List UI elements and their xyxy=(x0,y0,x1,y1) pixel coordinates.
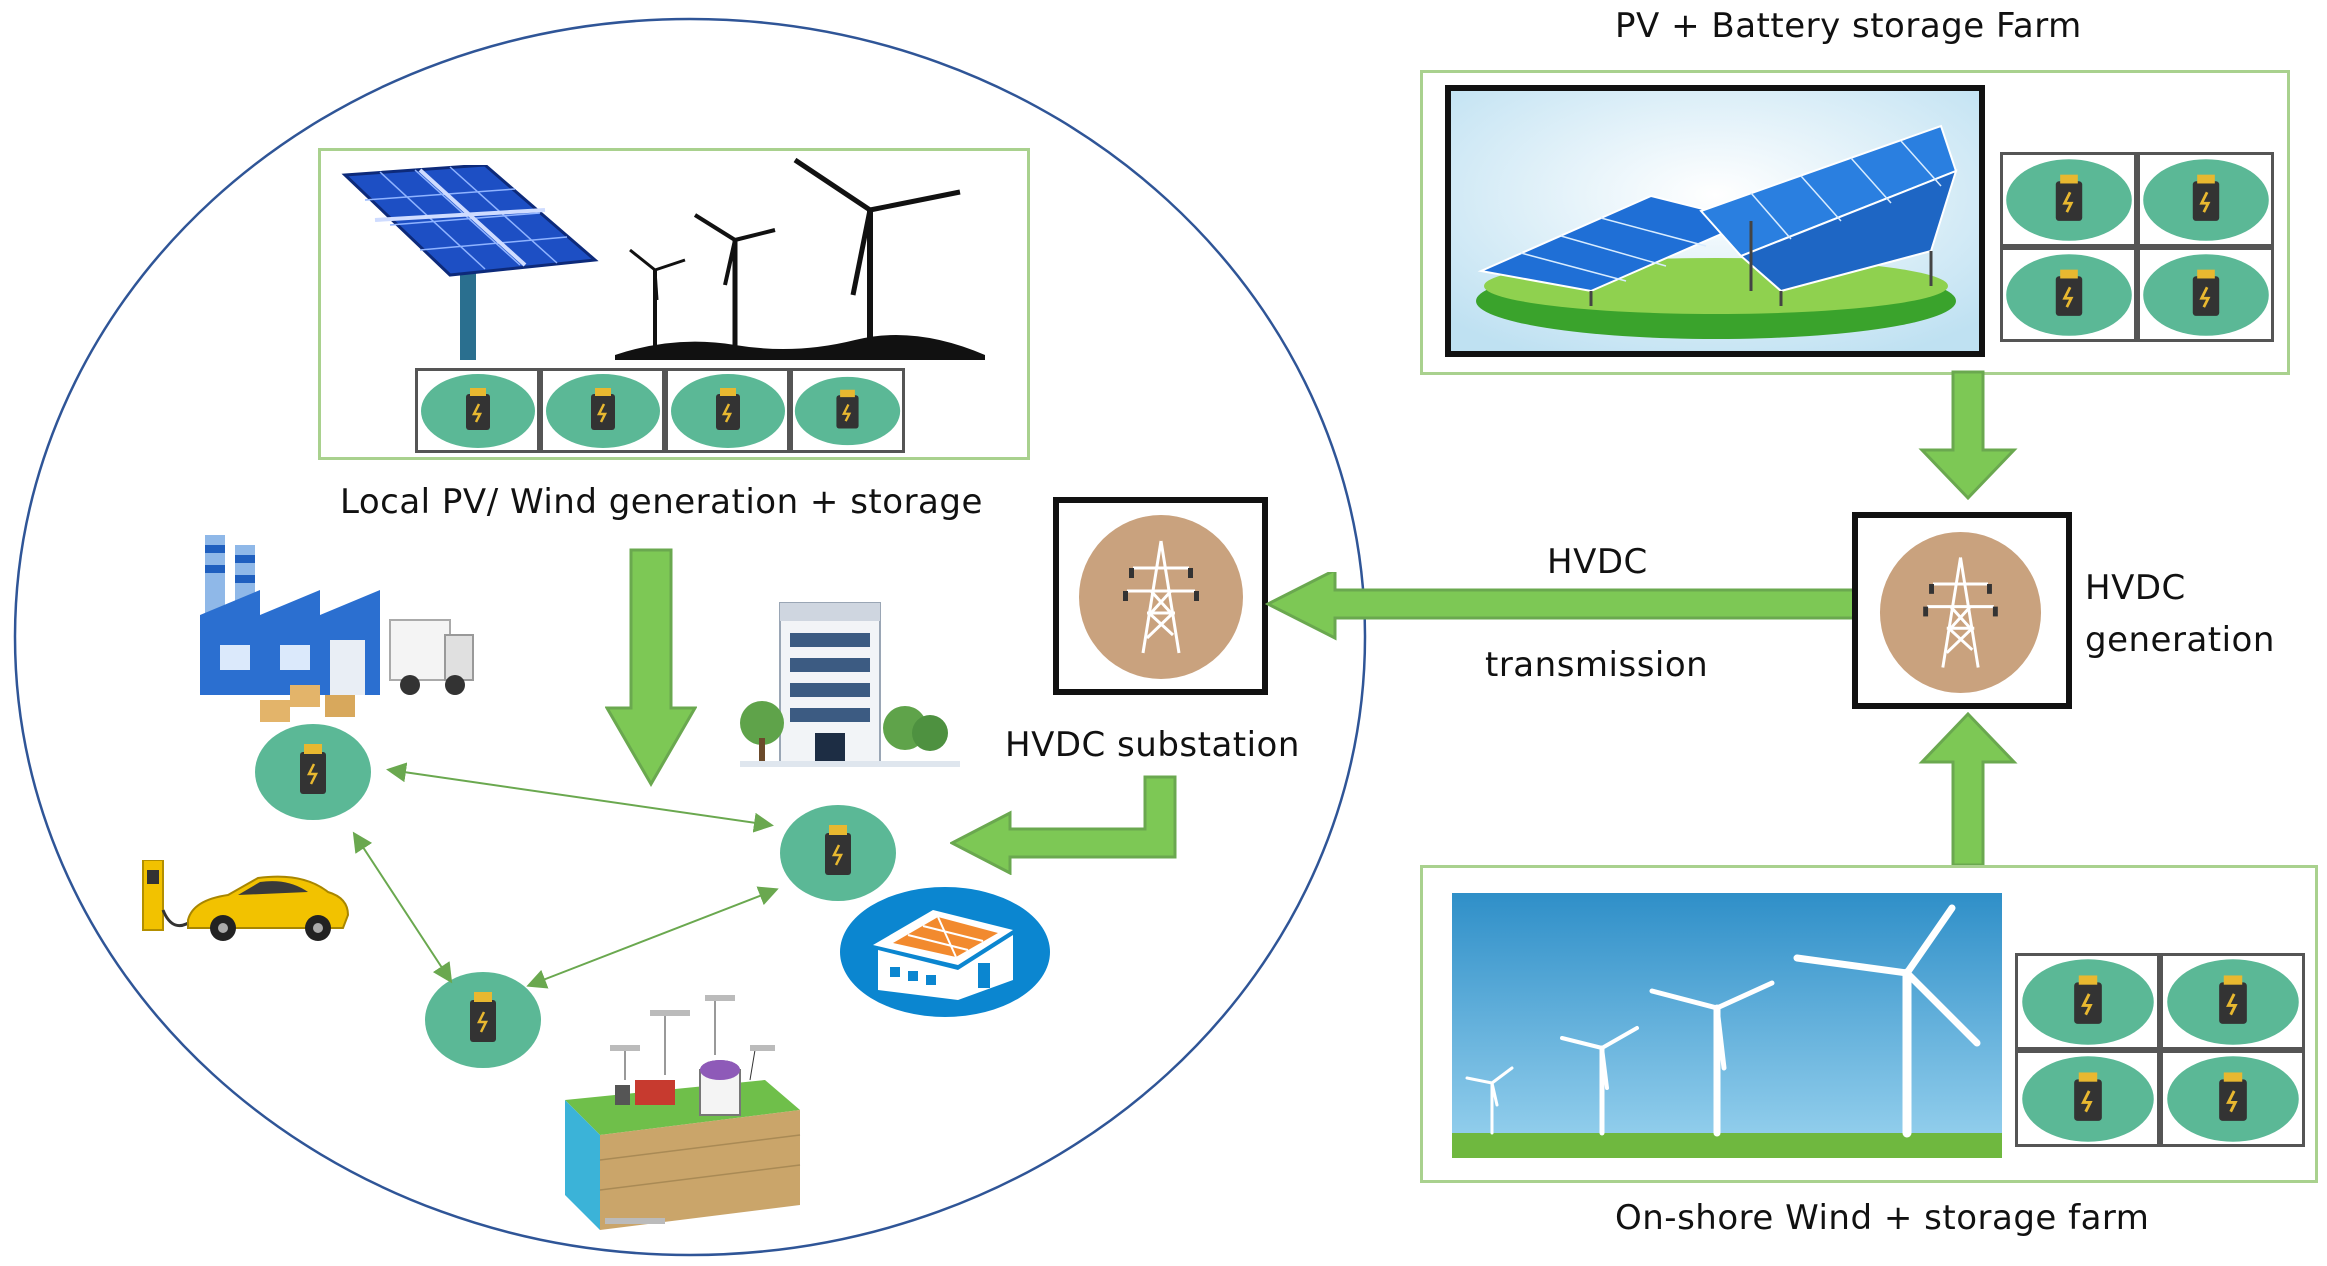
wind-turbine-icon xyxy=(1452,893,2002,1158)
local-generation-label: Local PV/ Wind generation + storage xyxy=(340,482,983,522)
electric-car-icon xyxy=(142,860,350,941)
hvdc-transmission-arrow xyxy=(1265,572,1860,641)
battery-cell xyxy=(2000,152,2137,247)
office-building-icon xyxy=(740,602,960,767)
battery-cell xyxy=(2137,152,2274,247)
battery-icon xyxy=(545,373,660,448)
pv-farm-image xyxy=(1445,85,1985,357)
battery-cell xyxy=(665,368,790,453)
battery-icon xyxy=(794,376,901,445)
hvdc-substation-box xyxy=(1053,497,1268,695)
community-battery-node xyxy=(423,970,543,1070)
battery-icon xyxy=(2021,958,2154,1045)
hvdc-link-label-1: HVDC xyxy=(1547,542,1648,582)
battery-icon xyxy=(2005,253,2132,336)
transmission-tower-icon xyxy=(1879,531,2042,694)
battery-icon xyxy=(2005,158,2132,241)
battery-icon xyxy=(425,972,541,1068)
hvdc-generation-box xyxy=(1852,512,2072,709)
battery-icon xyxy=(2021,1055,2154,1142)
battery-icon xyxy=(420,373,535,448)
power-plant-icon xyxy=(565,995,801,1230)
battery-cell xyxy=(2015,953,2160,1050)
hvdc-generation-label-1: HVDC xyxy=(2085,568,2186,608)
transmission-tower-icon xyxy=(1079,515,1243,679)
community-battery-node xyxy=(778,803,898,903)
pv-farm-label: PV + Battery storage Farm xyxy=(1615,6,2082,46)
battery-cell xyxy=(540,368,665,453)
battery-icon xyxy=(2142,253,2269,336)
battery-cell xyxy=(2015,1050,2160,1147)
battery-cell xyxy=(2137,247,2274,342)
battery-icon xyxy=(2166,1055,2299,1142)
battery-cell xyxy=(790,368,905,453)
battery-icon xyxy=(670,373,785,448)
flow-arrow xyxy=(1918,370,2018,501)
battery-cell xyxy=(2160,953,2305,1050)
flow-arrow xyxy=(1918,712,2018,867)
hvdc-generation-label-2: generation xyxy=(2085,620,2275,660)
battery-cell xyxy=(2000,247,2137,342)
wind-turbine-icon xyxy=(615,157,985,360)
hvdc-substation-label: HVDC substation xyxy=(1005,725,1300,765)
factory-icon xyxy=(200,535,474,722)
battery-icon xyxy=(2142,158,2269,241)
flow-arrow xyxy=(950,775,1177,875)
flow-arrow xyxy=(605,548,697,787)
solar-panel-icon xyxy=(341,165,599,360)
wind-farm-label: On-shore Wind + storage farm xyxy=(1615,1198,2150,1238)
house-solar-icon xyxy=(840,887,1050,1017)
hvdc-link-label-2: transmission xyxy=(1485,645,1709,685)
battery-icon xyxy=(780,805,896,901)
battery-cell xyxy=(415,368,540,453)
solar-panel-icon xyxy=(1451,91,1979,351)
community-battery-node xyxy=(253,722,373,822)
battery-icon xyxy=(2166,958,2299,1045)
battery-icon xyxy=(255,724,371,820)
battery-cell xyxy=(2160,1050,2305,1147)
